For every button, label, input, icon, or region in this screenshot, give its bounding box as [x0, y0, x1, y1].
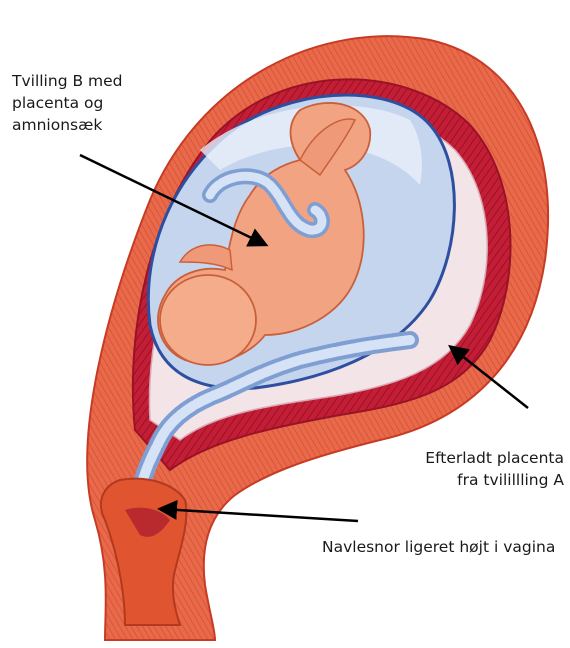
fetus-head — [160, 275, 256, 365]
label-retained-placenta: Efterladt placenta fra tvilillling A — [425, 447, 564, 491]
label-twin-b: Tvilling B med placenta og amnionsæk — [12, 70, 123, 136]
label-cord: Navlesnor ligeret højt i vagina — [322, 536, 555, 558]
